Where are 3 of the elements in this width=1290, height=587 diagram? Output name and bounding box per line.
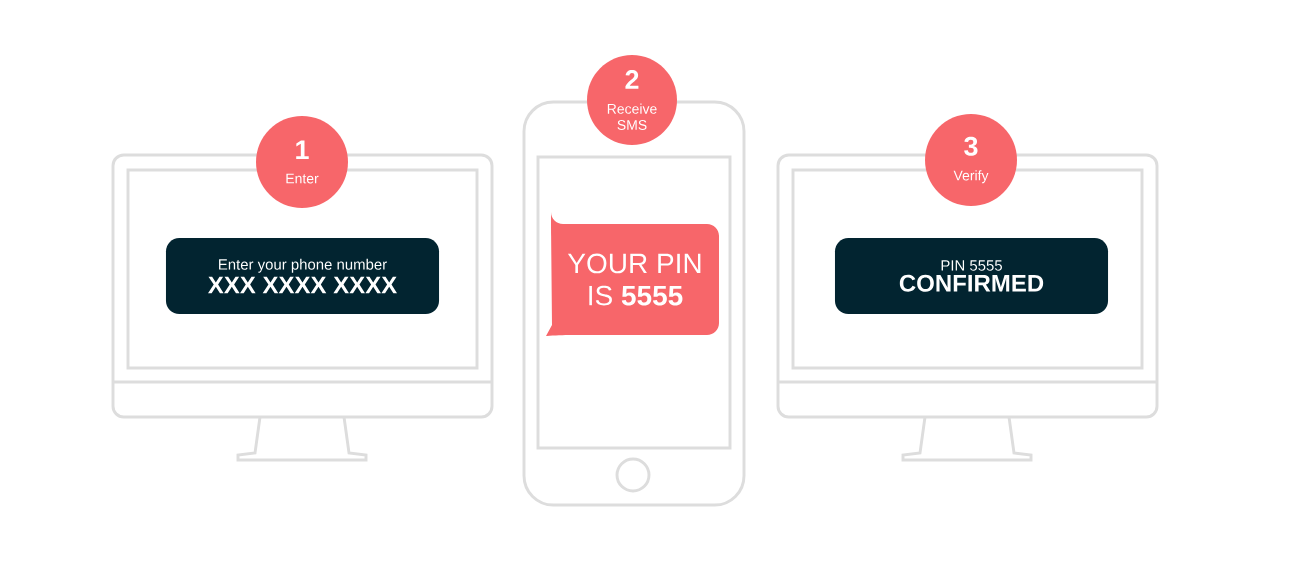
message-box: Enter your phone number XXX XXXX XXXX [165,238,440,314]
message-box: PIN 5555 CONFIRMED [834,238,1109,314]
speech-bubble: YOUR PIN IS 5555 [546,212,719,336]
